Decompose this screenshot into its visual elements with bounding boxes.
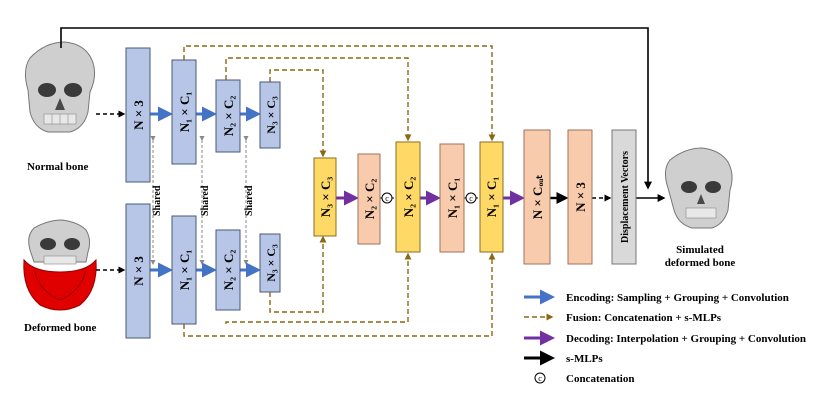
simulated-label-line2: deformed bone: [665, 257, 736, 269]
decoder-ncout-block: N × Cₒᵤₜ: [523, 129, 551, 265]
enc-top-n3-block: N × 3: [125, 47, 151, 183]
svg-text:N × 3: N × 3: [131, 256, 146, 286]
deformed-bone-skull-icon: [23, 219, 97, 311]
svg-text:c: c: [385, 194, 389, 203]
displacement-vectors-block: Displacement Vectors: [611, 129, 637, 265]
legend-fusion-label: Fusion: Concatenation + s-MLPs: [566, 312, 722, 324]
legend-encoding-label: Encoding: Sampling + Grouping + Convolut…: [566, 292, 789, 304]
enc-bottom-n2c2-block: N₂ × C₂: [215, 229, 241, 311]
legend-concat-label: Concatenation: [566, 373, 634, 385]
concat-symbol-1: c: [381, 192, 393, 204]
svg-text:c: c: [469, 194, 473, 203]
svg-text:N₁ × C₁: N₁ × C₁: [445, 178, 460, 219]
svg-text:Displacement Vectors: Displacement Vectors: [620, 151, 631, 243]
svg-text:N₁ × C₁: N₁ × C₁: [177, 250, 192, 291]
svg-text:N × 3: N × 3: [573, 182, 588, 212]
fusion-n3c3-block: N₃ × C₃: [313, 157, 337, 237]
concat-symbol-2: c: [465, 192, 477, 204]
legend-smlp-label: s-MLPs: [566, 353, 603, 365]
svg-text:N × 3: N × 3: [131, 100, 146, 130]
enc-top-n3c3-block: N₃ × C₃: [259, 81, 281, 149]
fusion-n1c1-block: N₁ × C₁: [479, 141, 504, 253]
svg-text:N₃ × C₃: N₃ × C₃: [264, 96, 278, 134]
legend-concat-icon: c: [534, 372, 546, 384]
skip-connection-arrow: [60, 27, 652, 190]
svg-text:N₁ × C₁: N₁ × C₁: [484, 177, 499, 218]
svg-text:N₂ × C₂: N₂ × C₂: [221, 96, 236, 137]
fusion-connections-bottom: [183, 235, 496, 337]
encoding-arrows: [150, 106, 261, 278]
svg-text:N₂ × C₂: N₂ × C₂: [401, 177, 416, 218]
enc-bottom-n3c3-block: N₃ × C₃: [259, 233, 281, 293]
shared-weight-arrows: [150, 136, 249, 265]
fusion-n2c2-block: N₂ × C₂: [395, 141, 421, 253]
svg-text:c: c: [538, 374, 542, 383]
deformed-bone-label: Deformed bone: [24, 322, 97, 334]
normal-bone-skull-icon: [24, 41, 96, 133]
shared-label-2: Shared: [200, 185, 211, 216]
decoder-n3-block: N × 3: [567, 129, 593, 265]
decoder-n1c1-block: N₁ × C₁: [439, 143, 465, 253]
shared-label-3: Shared: [244, 185, 255, 216]
shared-label-1: Shared: [152, 185, 163, 216]
svg-text:N₃ × C₃: N₃ × C₃: [318, 177, 333, 218]
fusion-connections-top: [183, 45, 496, 158]
svg-text:N₂ × C₂: N₂ × C₂: [362, 179, 377, 220]
legend: Encoding: Sampling + Grouping + Convolut…: [524, 289, 806, 385]
svg-text:N₃ × C₃: N₃ × C₃: [264, 244, 278, 282]
simulated-label-line1: Simulated: [676, 244, 724, 256]
enc-top-n2c2-block: N₂ × C₂: [215, 79, 241, 153]
decoder-n2c2-block: N₂ × C₂: [357, 153, 381, 245]
enc-top-n1c1-block: N₁ × C₁: [171, 59, 197, 165]
svg-text:N₂ × C₂: N₂ × C₂: [221, 250, 236, 291]
svg-text:N₁ × C₁: N₁ × C₁: [177, 92, 192, 133]
simulated-bone-skull-icon: [664, 147, 733, 229]
enc-bottom-n3-block: N × 3: [125, 203, 151, 339]
normal-bone-label: Normal bone: [27, 161, 89, 173]
legend-decoding-label: Decoding: Interpolation + Grouping + Con…: [566, 333, 806, 345]
svg-text:N × Cₒᵤₜ: N × Cₒᵤₜ: [530, 175, 545, 220]
enc-bottom-n1c1-block: N₁ × C₁: [171, 215, 197, 325]
